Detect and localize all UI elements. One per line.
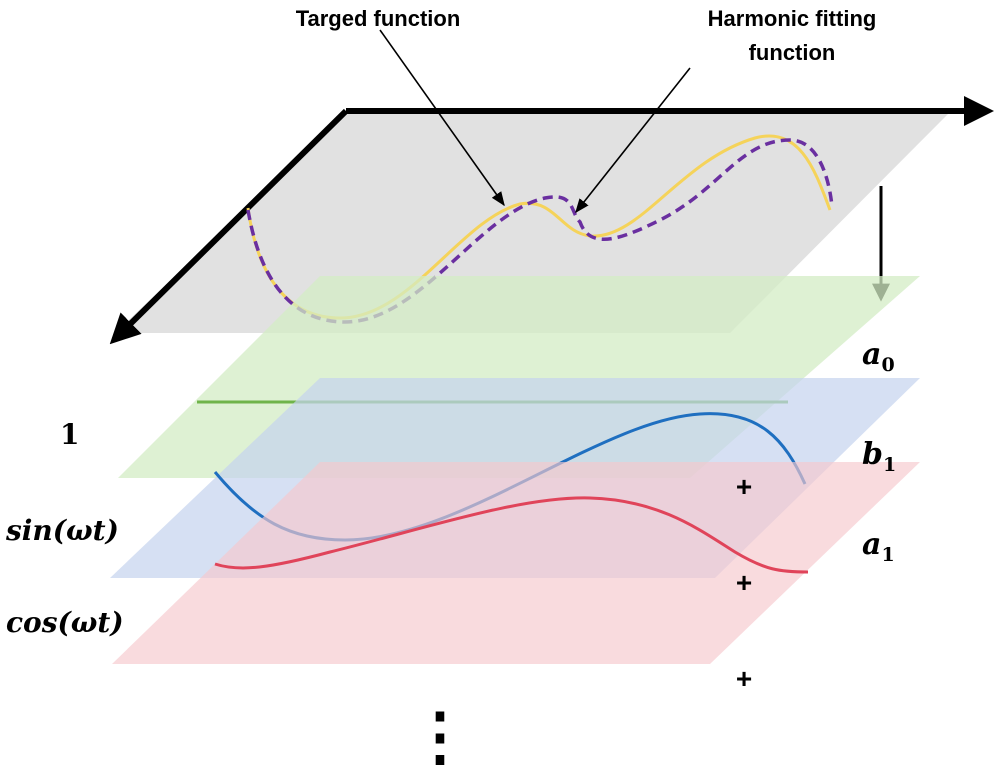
plus-sign-2: + — [736, 567, 752, 598]
coef-a1: a1 — [862, 527, 895, 566]
coef-a1-sub: 1 — [881, 544, 894, 566]
coef-a0-sub: 0 — [881, 354, 894, 376]
continuation-ellipsis: ⋮ — [408, 699, 472, 768]
cos-func-name: cos — [6, 606, 58, 639]
cos-basis-label: cos(ωt) — [6, 606, 124, 639]
sin-arg: (ωt) — [53, 514, 119, 547]
target-function-label: Targed function — [296, 6, 461, 31]
cos-basis-curve — [214, 496, 809, 574]
plus-sign-1: + — [736, 471, 752, 502]
harmonic-fit-curve — [246, 138, 834, 324]
harmonic-fit-label-line1: Harmonic fitting — [708, 6, 877, 31]
coef-a0-base: a — [862, 337, 881, 372]
sin-basis-label: sin(ωt) — [5, 514, 119, 547]
plus-sign-3: + — [736, 663, 752, 694]
cos-arg: (ωt) — [58, 606, 124, 639]
cos-plane — [112, 462, 920, 664]
coef-b1-base: b — [862, 437, 883, 472]
coef-a1-base: a — [862, 527, 881, 562]
constant-basis-label: 1 — [60, 418, 79, 451]
harmonic-fit-label-line2: function — [749, 40, 836, 65]
fit-callout-arrow — [575, 67, 691, 214]
sin-func-name: sin — [5, 514, 53, 547]
coef-b1-sub: 1 — [883, 454, 896, 476]
target-callout-arrow — [379, 29, 505, 207]
coef-a0: a0 — [862, 337, 895, 376]
depth-axis — [109, 108, 349, 345]
coef-b1: b1 — [862, 437, 896, 476]
